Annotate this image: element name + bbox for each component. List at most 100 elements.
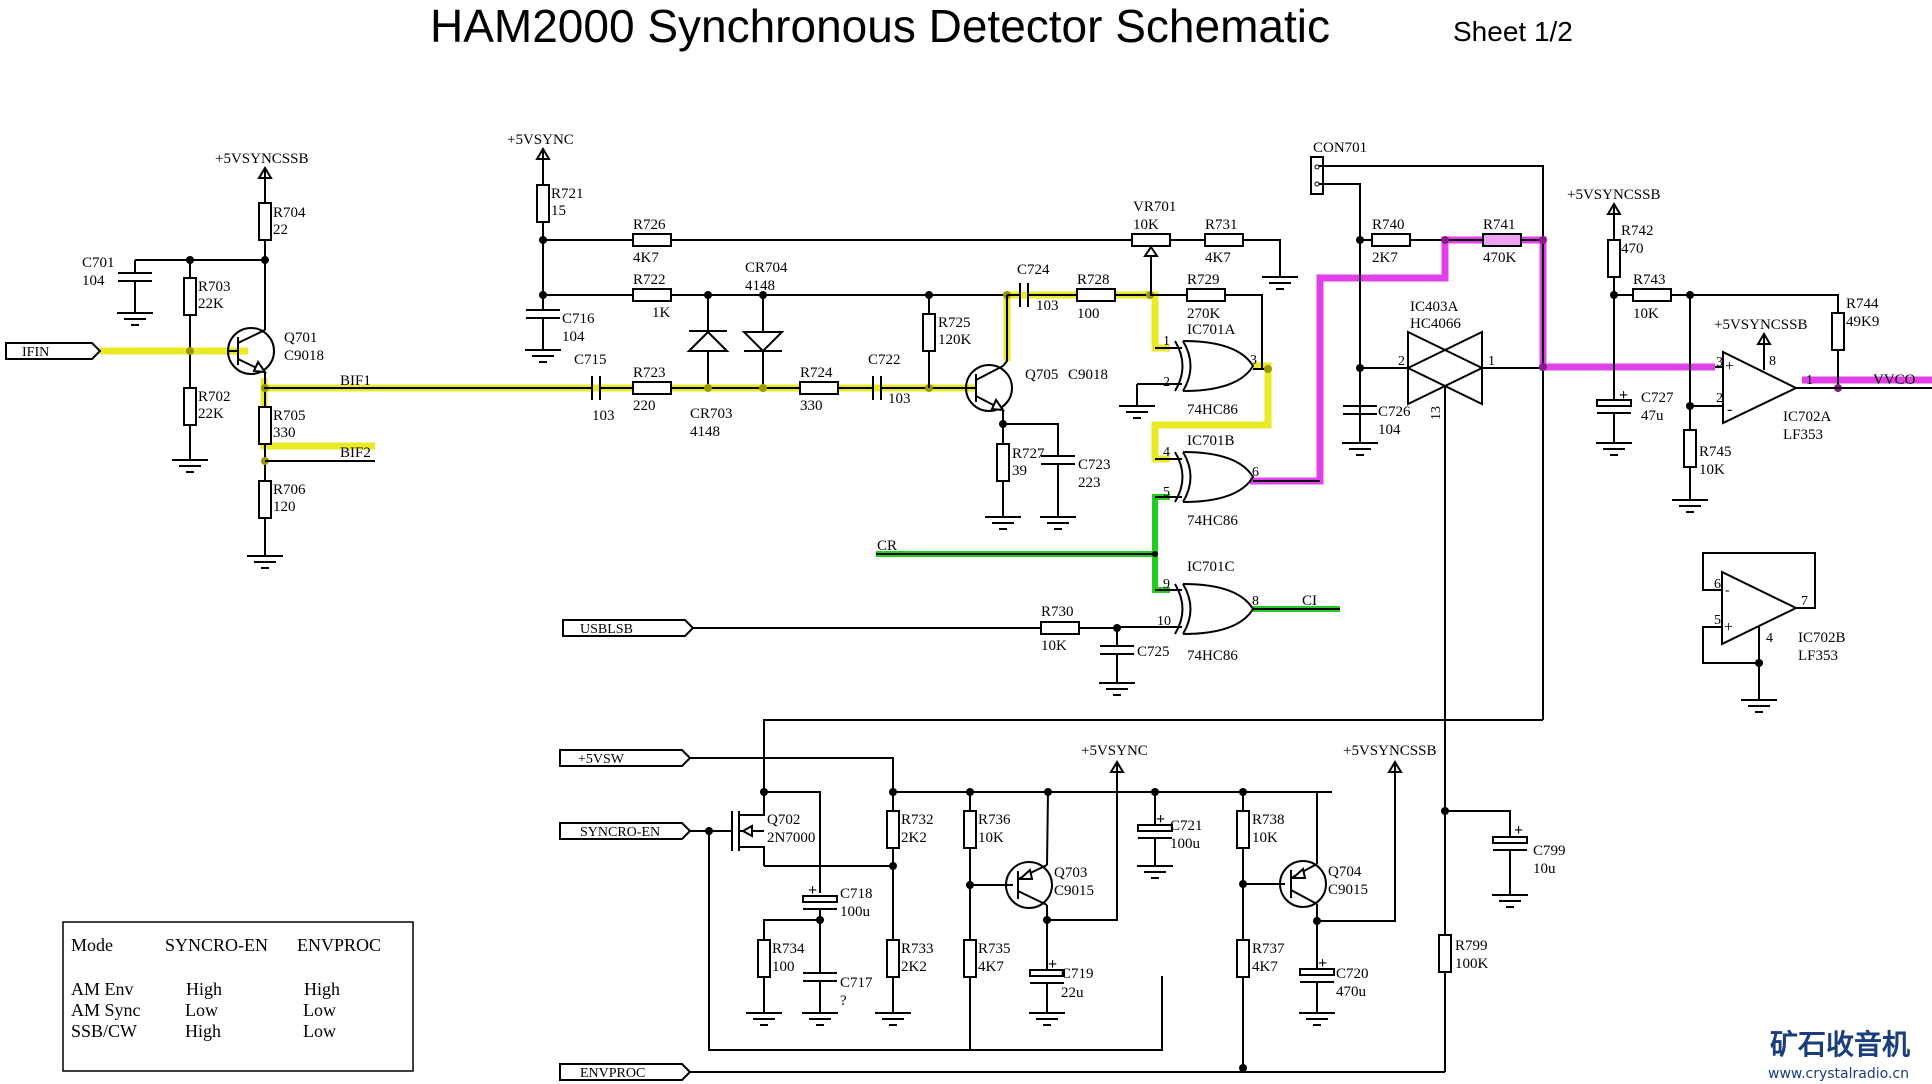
- r735-ref: R735: [978, 941, 1011, 957]
- potentiometer-vr701[interactable]: [1131, 233, 1171, 247]
- limiter-stage: +5VSYNC R721 15 C716 104 R726 4K7 R722 1…: [264, 132, 1190, 530]
- r721-ref: R721: [551, 186, 584, 202]
- pin-label: 2: [1716, 391, 1723, 406]
- ground-icon: [985, 516, 1021, 530]
- c718-val: 100u: [840, 904, 871, 920]
- cr703-ref: CR703: [690, 406, 733, 422]
- resistor-r728: [1076, 288, 1116, 302]
- ic701b-val: 74HC86: [1187, 513, 1238, 529]
- r727-ref: R727: [1012, 446, 1045, 462]
- power-label: +5VSYNCSSB: [1343, 743, 1437, 759]
- table-cell: Low: [185, 1000, 218, 1020]
- r703-ref: R703: [198, 279, 231, 295]
- net-bif2-label: BIF2: [340, 445, 371, 461]
- c799-val: 10u: [1533, 861, 1556, 877]
- port-syncro-en-label: SYNCRO-EN: [580, 825, 660, 840]
- table-cell: Low: [303, 1000, 336, 1020]
- r745-val: 10K: [1699, 462, 1725, 478]
- resistor-r703: [183, 277, 197, 316]
- port-envproc[interactable]: ENVPROC: [559, 1063, 692, 1081]
- resistor-r723: [632, 381, 672, 395]
- r735-val: 4K7: [978, 959, 1004, 975]
- r745-ref: R745: [1699, 444, 1732, 460]
- c726-ref: C726: [1378, 404, 1411, 420]
- c722-ref: C722: [868, 352, 901, 368]
- cr704-val: 4148: [745, 278, 775, 294]
- resistor-r730: [1040, 621, 1080, 635]
- q702-ref: Q702: [767, 812, 800, 828]
- table-row: AM Env High High: [71, 979, 340, 999]
- r725-val: 120K: [938, 332, 972, 348]
- svg-text:-: -: [1727, 401, 1732, 418]
- resistor-r743: [1632, 288, 1672, 302]
- cr704-ref: CR704: [745, 260, 788, 276]
- r732-val: 2K2: [901, 830, 927, 846]
- c716-val: 104: [562, 329, 585, 345]
- q704-val: C9015: [1328, 882, 1368, 898]
- ic702b-ref: IC702B: [1798, 630, 1846, 646]
- port-ifin[interactable]: IFIN: [5, 342, 102, 360]
- r726-ref: R726: [633, 217, 666, 233]
- port-usblsb[interactable]: USBLSB: [562, 619, 695, 637]
- watermark-url: www.crystalradio.cn: [1768, 1066, 1909, 1082]
- r726-val: 4K7: [633, 250, 659, 266]
- svg-text:+: +: [1318, 955, 1327, 972]
- ground-icon: [1262, 276, 1298, 290]
- watermark-logo: 矿石收音机 www.crystalradio.cn: [1768, 1028, 1910, 1082]
- r731-val: 4K7: [1205, 250, 1231, 266]
- net-ci-label: CI: [1302, 593, 1317, 609]
- port-5vsw[interactable]: +5VSW: [559, 749, 692, 767]
- ic701c-val: 74HC86: [1187, 648, 1238, 664]
- table-cell: SSB/CW: [71, 1021, 137, 1041]
- q705-ref: Q705: [1025, 367, 1058, 383]
- ground-icon: [875, 1012, 911, 1026]
- c725-ref: C725: [1137, 644, 1170, 660]
- wiper-arrow-icon: [1143, 245, 1159, 257]
- power-arrow-icon: [257, 166, 273, 179]
- resistor-r742: [1607, 239, 1621, 278]
- ground-icon: [1119, 405, 1155, 419]
- r724-val: 330: [800, 398, 823, 414]
- svg-text:+: +: [1725, 358, 1734, 375]
- q703-val: C9015: [1054, 883, 1094, 899]
- net-highlight-magenta: [1250, 236, 1932, 485]
- mode-table: Mode SYNCRO-EN ENVPROC AM Env High High …: [62, 921, 414, 1072]
- ic702a-ref: IC702A: [1783, 409, 1832, 425]
- port-syncro-en[interactable]: SYNCRO-EN: [559, 822, 692, 840]
- r730-val: 10K: [1041, 638, 1067, 654]
- r725-ref: R725: [938, 315, 971, 331]
- pin-label: 8: [1769, 354, 1776, 369]
- ground-icon: [802, 1012, 838, 1026]
- q704-ref: Q704: [1328, 864, 1362, 880]
- pin-label: 4: [1163, 445, 1170, 460]
- c701-ref: C701: [82, 255, 115, 271]
- ground-icon: [1492, 894, 1528, 908]
- power-arrow-icon: [1756, 332, 1772, 345]
- c715-val: 103: [592, 408, 615, 424]
- opamp-ic702b-block: 6 5 7 4 - + IC702B LF353: [1702, 552, 1846, 713]
- diode-cr703-icon: [686, 295, 730, 388]
- sheet-number: Sheet 1/2: [1453, 16, 1573, 47]
- pin-label: 6: [1714, 577, 1721, 592]
- transistor-q704-icon: [1279, 860, 1327, 908]
- svg-text:+: +: [808, 882, 817, 899]
- resistor-r727: [996, 443, 1010, 482]
- c724-val: 103: [1036, 298, 1059, 314]
- pin-label: 2: [1398, 354, 1405, 369]
- resistor-r745: [1683, 429, 1697, 468]
- connector-con701[interactable]: [1310, 156, 1324, 195]
- r732-ref: R732: [901, 812, 934, 828]
- r740-val: 2K7: [1372, 250, 1398, 266]
- r705-val: 330: [273, 425, 296, 441]
- svg-text:+: +: [1724, 619, 1733, 636]
- mosfet-q702-icon: [731, 792, 765, 866]
- opamp-ic702a-icon: [1722, 350, 1799, 425]
- ic701a-val: 74HC86: [1187, 402, 1238, 418]
- resistor-r724: [799, 381, 839, 395]
- resistor-r734: [757, 939, 771, 978]
- r705-ref: R705: [273, 408, 306, 424]
- q703-ref: Q703: [1054, 865, 1087, 881]
- c727-val: 47u: [1641, 408, 1664, 424]
- table-header: SYNCRO-EN: [165, 935, 268, 955]
- resistor-r741: [1482, 233, 1522, 247]
